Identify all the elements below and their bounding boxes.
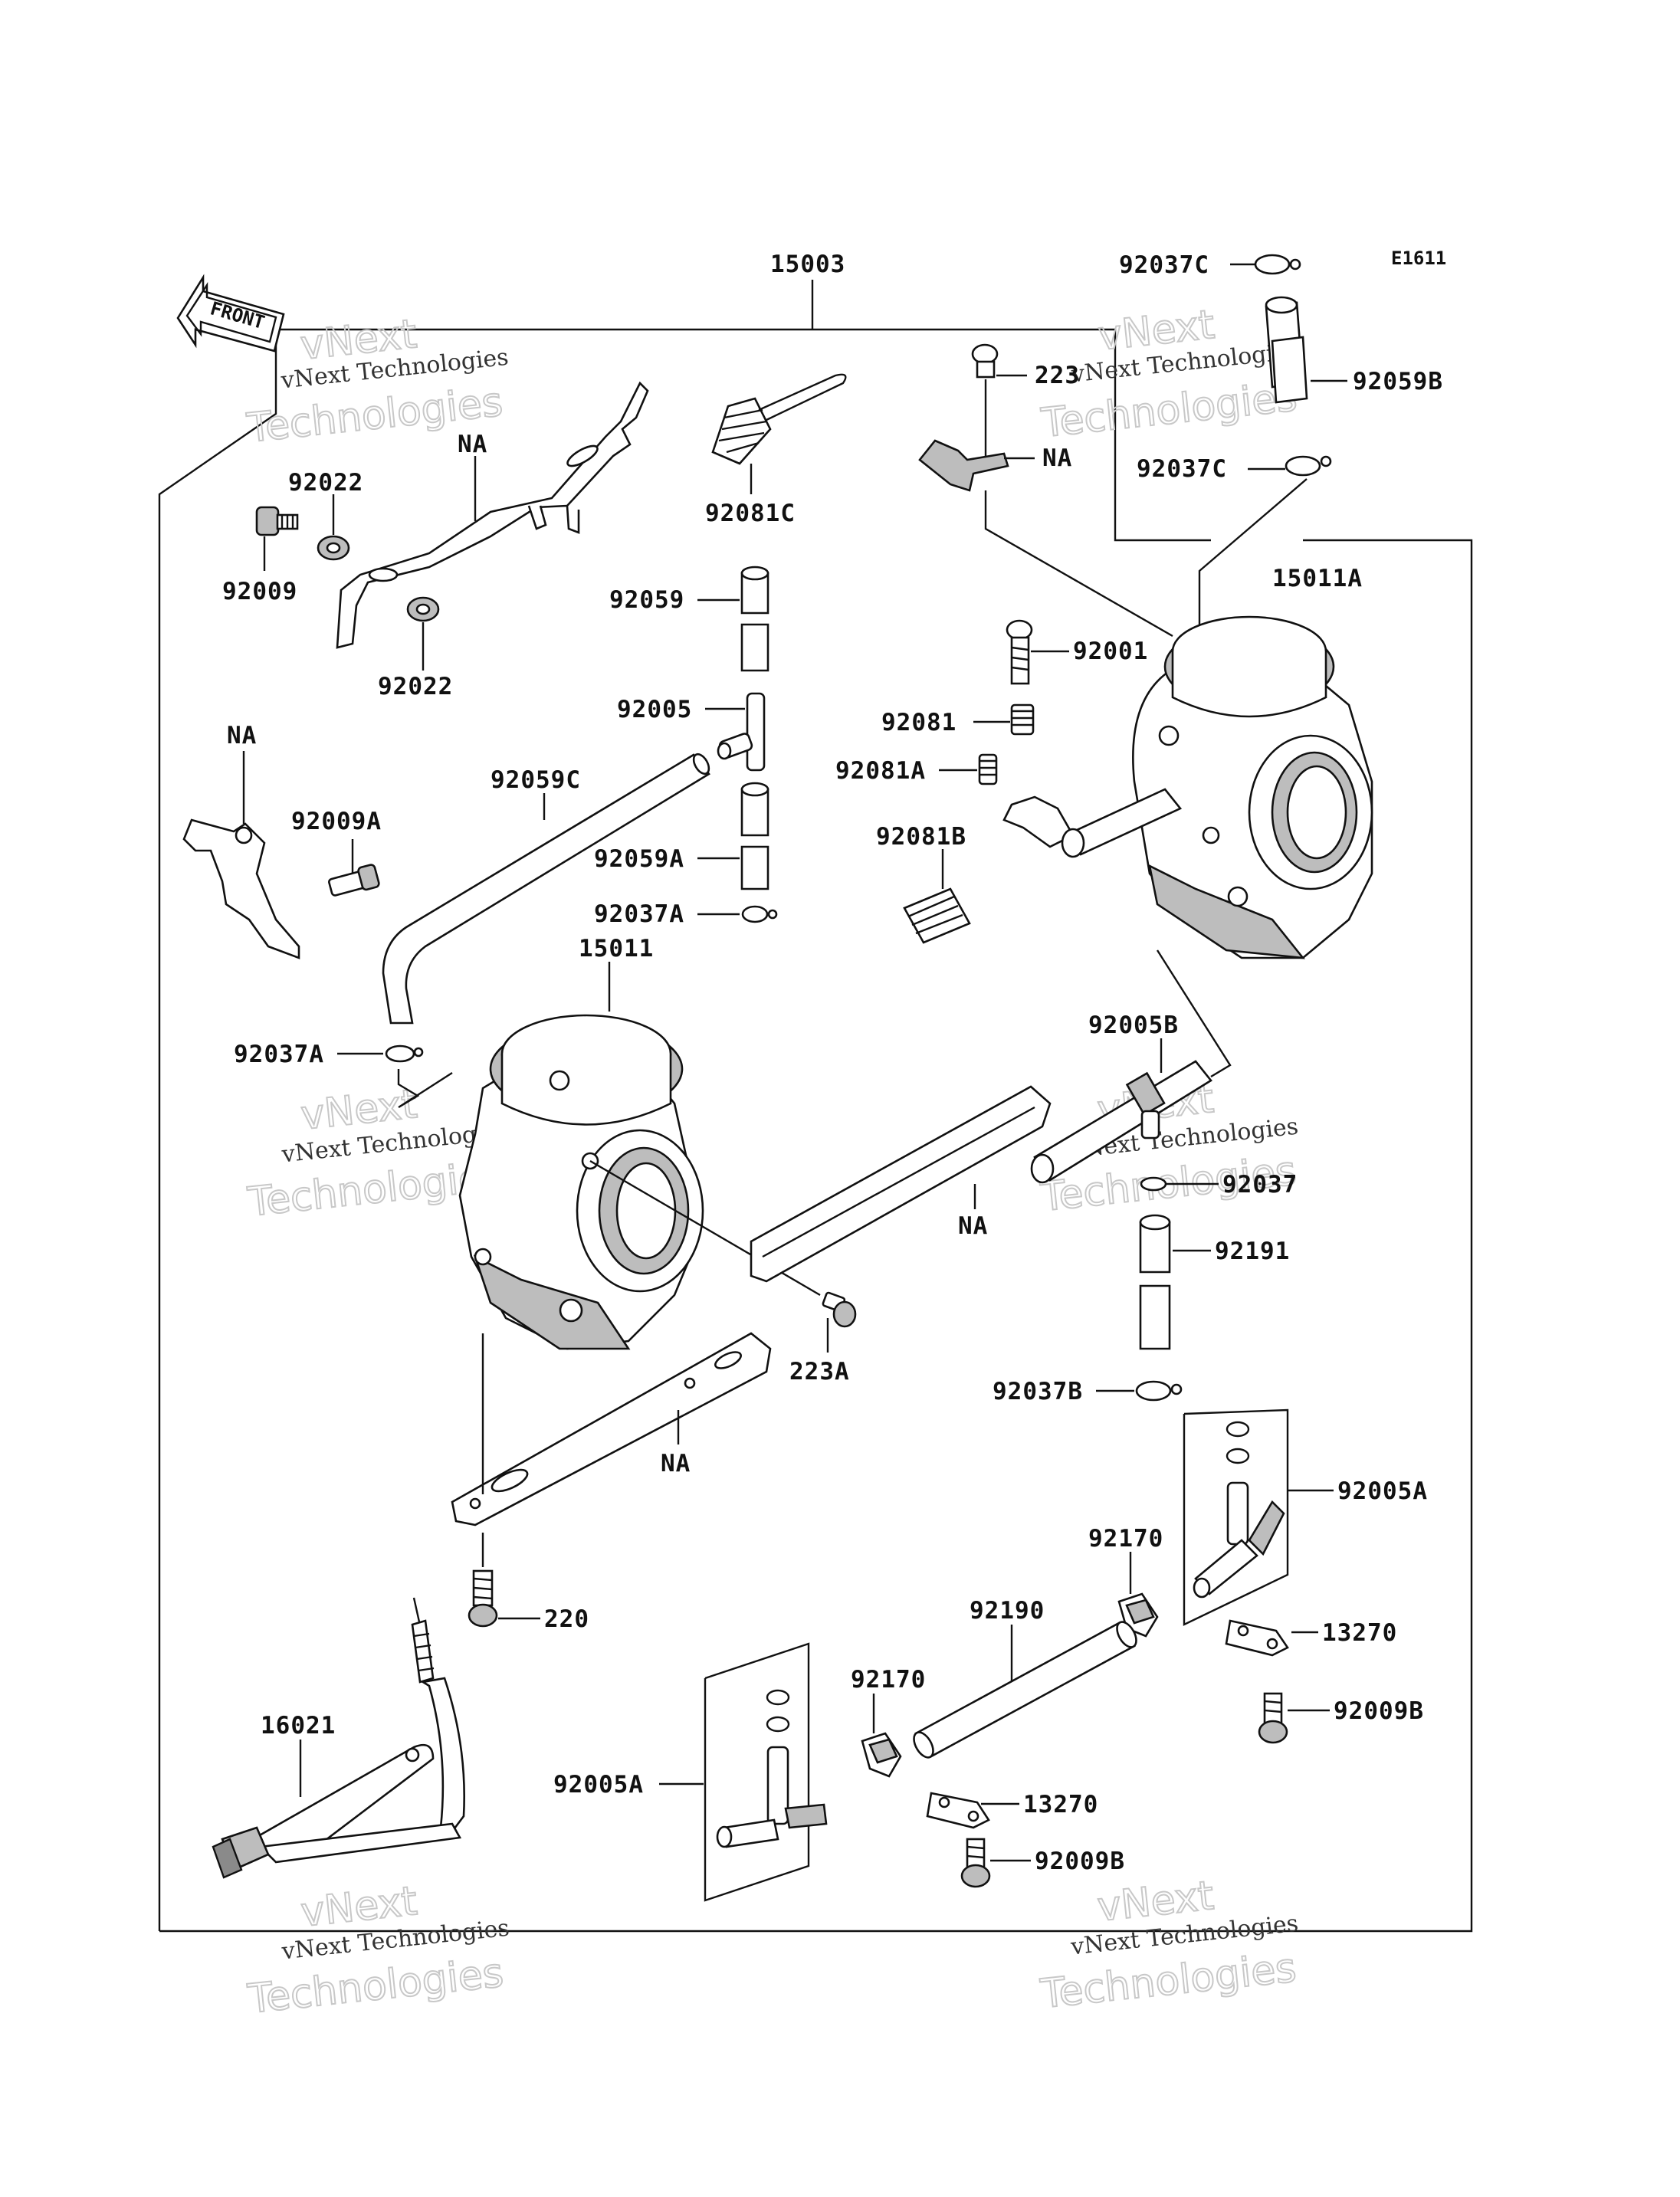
label-92059b: 92059B xyxy=(1353,368,1443,395)
throttle-link-bracket xyxy=(336,381,649,649)
clip-92037 xyxy=(1140,1176,1167,1192)
spring-92081 xyxy=(1010,703,1035,736)
bracket-na-top xyxy=(918,439,1009,492)
label-92081a: 92081A xyxy=(835,757,926,785)
label-15003: 15003 xyxy=(770,251,845,278)
label-92009a: 92009A xyxy=(291,808,382,835)
label-na-link: NA xyxy=(458,431,487,458)
tube-92191 xyxy=(1139,1214,1171,1350)
screw-92009b-upper xyxy=(1258,1692,1288,1744)
plate-13270-lower xyxy=(926,1792,990,1829)
label-92037c-top: 92037C xyxy=(1119,251,1209,279)
screw-92009a xyxy=(328,864,380,897)
label-92037a-lower: 92037A xyxy=(234,1041,324,1068)
label-92005: 92005 xyxy=(617,696,692,723)
plate-13270-upper xyxy=(1225,1619,1289,1657)
label-92170-lower: 92170 xyxy=(851,1666,926,1694)
clamp-92170-lower xyxy=(861,1732,902,1778)
tube-92059 xyxy=(740,566,769,672)
label-92005a-right: 92005A xyxy=(1337,1477,1428,1505)
label-92005a-left: 92005A xyxy=(553,1771,644,1799)
label-na-bracket-top: NA xyxy=(1042,444,1072,472)
screw-92009 xyxy=(255,506,299,536)
label-na-lower: NA xyxy=(661,1450,691,1477)
fitting-92005a-right xyxy=(1193,1421,1285,1599)
label-92037b: 92037B xyxy=(993,1378,1083,1405)
screw-223 xyxy=(971,343,999,379)
watermark-bottom-left: vNext vNext Technologies Technologies xyxy=(244,1877,510,2023)
label-92059a: 92059A xyxy=(594,845,684,873)
label-92037: 92037 xyxy=(1222,1171,1298,1199)
label-92081: 92081 xyxy=(881,709,956,736)
label-92009b-upper: 92009B xyxy=(1334,1697,1424,1725)
label-92059: 92059 xyxy=(609,586,684,614)
label-13270-upper: 13270 xyxy=(1322,1619,1397,1647)
label-92037c-mid: 92037C xyxy=(1137,455,1227,483)
tee-fitting-92005 xyxy=(717,692,766,772)
spring-92081b xyxy=(903,887,971,944)
diagram-code: E1611 xyxy=(1391,248,1446,269)
spring-92081c xyxy=(711,373,847,465)
label-92005b: 92005B xyxy=(1088,1012,1179,1039)
clip-92037a-upper xyxy=(741,905,778,923)
label-13270-lower: 13270 xyxy=(1023,1791,1098,1818)
screw-220 xyxy=(468,1569,498,1628)
screw-92009b-lower xyxy=(960,1838,991,1888)
screw-92001 xyxy=(1006,619,1033,685)
label-92022-lower: 92022 xyxy=(378,673,453,700)
fitting-92005b xyxy=(1030,1060,1212,1184)
label-na-mid: NA xyxy=(958,1212,988,1240)
label-15011: 15011 xyxy=(579,935,654,962)
label-92009: 92009 xyxy=(222,578,297,605)
spring-92081a xyxy=(978,753,998,785)
clip-92037c-top xyxy=(1254,254,1301,275)
label-92001: 92001 xyxy=(1073,638,1148,665)
label-92170-upper: 92170 xyxy=(1088,1525,1163,1553)
washer-92022-upper xyxy=(317,535,350,561)
front-arrow-icon: FRONT xyxy=(176,274,285,353)
tube-92059b xyxy=(1265,296,1308,404)
carburetor-15011a xyxy=(1132,615,1373,959)
plate-na-lower xyxy=(451,1332,772,1526)
label-223a: 223A xyxy=(789,1358,850,1385)
label-92191: 92191 xyxy=(1215,1238,1290,1265)
tube-92059a xyxy=(740,782,769,890)
hose-92190 xyxy=(913,1621,1137,1759)
link-bar-na-mid xyxy=(750,1085,1052,1283)
label-na-bracket-left: NA xyxy=(227,722,257,749)
clip-92037c-mid xyxy=(1285,455,1332,477)
screw-223a xyxy=(822,1291,857,1328)
label-92081b: 92081B xyxy=(876,823,966,851)
label-92081c: 92081C xyxy=(705,500,796,527)
hose-92059c xyxy=(382,753,710,1025)
label-223: 223 xyxy=(1035,362,1080,389)
label-15011a: 15011A xyxy=(1272,565,1363,592)
watermark-top-right: vNext vNext Technologies Technologies xyxy=(1039,301,1301,448)
clip-92037a-lower xyxy=(385,1044,424,1063)
label-92022-upper: 92022 xyxy=(288,469,363,497)
label-16021: 16021 xyxy=(261,1712,336,1740)
bracket-na-left xyxy=(182,818,300,959)
label-92190: 92190 xyxy=(970,1597,1045,1625)
carburetor-15011 xyxy=(458,1014,704,1350)
watermark-bottom-right: vNext vNext Technologies Technologies xyxy=(1038,1872,1300,2018)
fitting-92005a-left xyxy=(716,1689,828,1848)
label-92009b-lower: 92009B xyxy=(1035,1848,1125,1875)
label-92059c: 92059C xyxy=(491,766,581,794)
choke-cable-16021 xyxy=(212,1597,466,1879)
clip-92037b xyxy=(1135,1380,1183,1402)
washer-92022-lower xyxy=(406,596,440,622)
label-92037a-upper: 92037A xyxy=(594,900,684,928)
label-220: 220 xyxy=(544,1605,589,1633)
throttle-lever-right xyxy=(1002,788,1183,858)
